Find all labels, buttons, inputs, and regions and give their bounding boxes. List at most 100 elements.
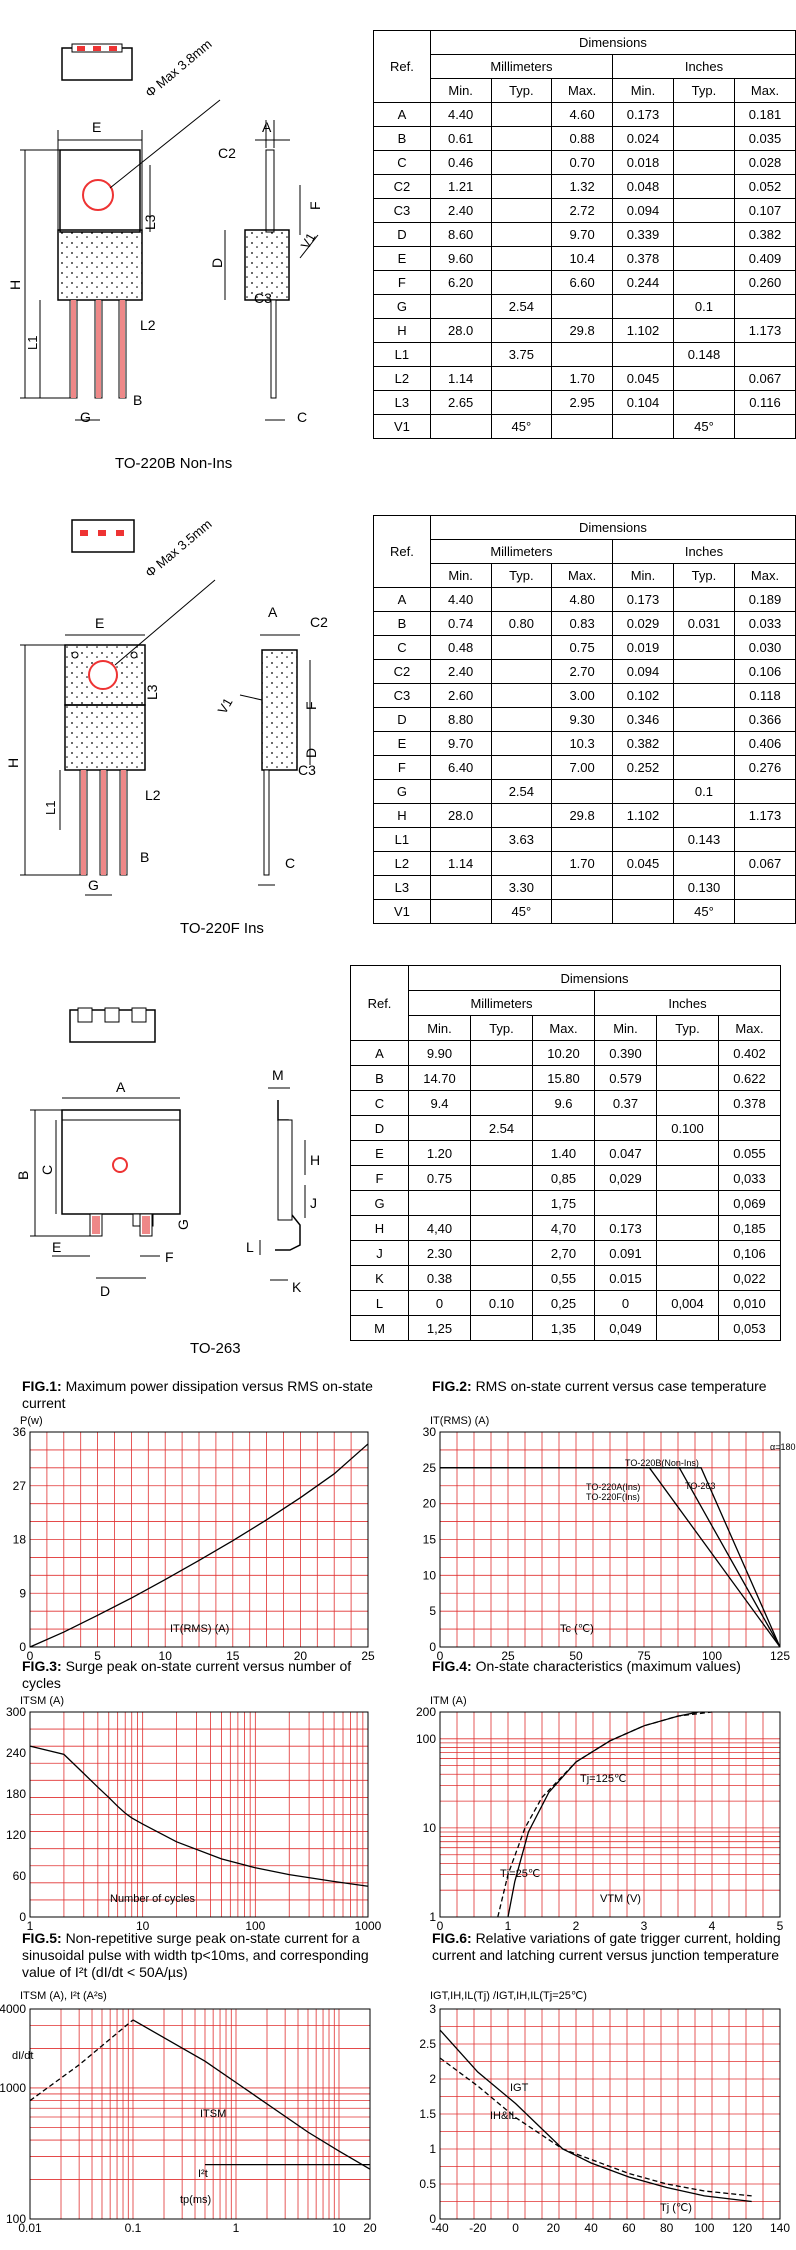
table-cell [551,414,614,439]
x-tick-label: 20 [294,1649,308,1660]
table-cell: B [350,1065,409,1091]
table-cell: J [350,1240,409,1266]
dim-label-a: A [262,119,272,135]
x-axis-label: Tc (℃) [560,1623,594,1635]
dim-label-c3: C3 [298,762,316,778]
y-tick-label: 0 [429,2212,436,2226]
table-cell [612,414,674,439]
table-cell: 0.1 [672,779,735,804]
x-tick-label: 25 [501,1649,515,1660]
series-line [132,2019,371,2170]
table-cell: 10.3 [551,731,614,756]
table-cell: 0.409 [733,246,796,271]
table-cell: 9.70 [551,222,614,247]
table-cell [656,1190,719,1216]
table-cell [429,779,492,804]
x-tick-label: -40 [431,2221,449,2235]
table-cell [612,827,674,852]
dim-label-b: B [133,392,142,408]
y-tick-label: 9 [19,1586,26,1600]
table-cell [408,1190,471,1216]
table-cell: 9.90 [408,1040,471,1066]
table-cell [551,899,614,924]
table-cell [672,102,735,127]
table-cell: 0.378 [718,1090,781,1116]
table-cell [429,875,492,900]
table-cell: 1.20 [408,1140,471,1166]
table-cell: 8.60 [429,222,492,247]
x-tick-label: 60 [622,2221,636,2235]
table-cell: 0.83 [551,611,614,636]
table-cell: 0.094 [612,198,674,223]
table-cell: 2.54 [490,294,553,319]
table-cell: 0.035 [733,126,796,151]
table-cell [490,683,553,708]
column-header: Min. [408,1015,471,1041]
inches-header: Inches [594,990,781,1016]
table-cell: 0.244 [612,270,674,295]
ref-header: Ref. [350,965,409,1041]
table-cell [733,779,796,804]
table-cell: 0.102 [612,683,674,708]
table-cell: 4.40 [429,587,492,612]
table-cell [733,899,796,924]
x-tick-label: 40 [584,2221,598,2235]
table-cell: 2.40 [429,198,492,223]
table-cell: 0.106 [733,659,796,684]
table-cell: 45° [490,899,553,924]
column-header: Min. [429,563,492,588]
dim-label-h: H [7,280,23,290]
table-cell: 0.366 [733,707,796,732]
table-cell: 0.75 [408,1165,471,1191]
table-cell: 10.20 [532,1040,595,1066]
table-cell [733,414,796,439]
table-cell: 0.045 [612,366,674,391]
x-tick-label: 1 [233,2221,240,2235]
dim-label-e: E [92,119,101,135]
table-cell: 29.8 [551,803,614,828]
table-cell [612,875,674,900]
table-cell [490,851,553,876]
table-cell [656,1140,719,1166]
column-header: Typ. [490,563,553,588]
table-cell: H [373,318,431,343]
table-cell: 28.0 [429,803,492,828]
table-cell [490,270,553,295]
table-cell [490,126,553,151]
table-cell [594,1115,657,1141]
table-cell: 0.622 [718,1065,781,1091]
package-label-to220f: TO-220F Ins [180,920,264,937]
dim-label-a: A [268,604,278,620]
y-tick-label: 100 [6,2212,26,2226]
table-cell: C2 [373,659,431,684]
dim-label-b: B [15,1171,31,1180]
table-cell [470,1065,533,1091]
table-cell: B [373,126,431,151]
table-cell [656,1090,719,1116]
table-cell: 1,75 [532,1190,595,1216]
dim-label-d: D [209,258,225,268]
table-cell [733,294,796,319]
table-cell [490,731,553,756]
table-cell [656,1165,719,1191]
table-cell [470,1315,533,1341]
table-cell: 0.378 [612,246,674,271]
table-cell: 0,022 [718,1265,781,1291]
table-cell [594,1190,657,1216]
table-cell: 9.70 [429,731,492,756]
table-cell: 2.40 [429,659,492,684]
x-tick-label: 0 [437,1919,444,1933]
table-cell [672,222,735,247]
table-cell: 0,25 [532,1290,595,1316]
table-cell: 0,55 [532,1265,595,1291]
table-cell: 29.8 [551,318,614,343]
